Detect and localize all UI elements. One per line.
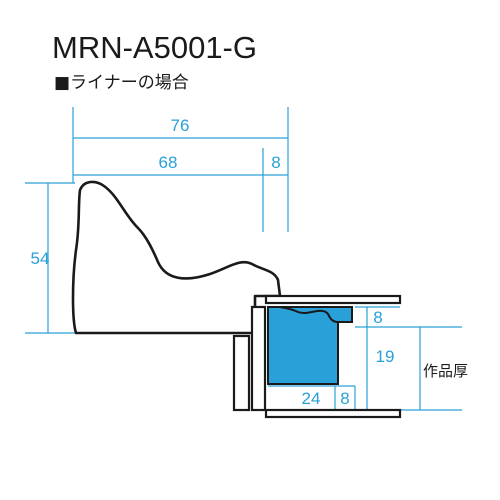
- dim-liner-lip: 8: [340, 389, 349, 408]
- dim-total-width: 76: [171, 116, 190, 135]
- dim-rebate-top: 8: [373, 308, 382, 327]
- subtitle: ■ライナーの場合: [54, 73, 189, 93]
- liner: [267, 306, 353, 385]
- dim-lip-width: 8: [271, 153, 280, 172]
- top-plate: [264, 294, 402, 305]
- plates: [232, 294, 402, 419]
- thickness-label: 作品厚: [423, 362, 468, 380]
- inner-wall: [250, 305, 267, 412]
- dim-liner-width: 24: [302, 389, 321, 408]
- frame-profile: [71, 180, 282, 335]
- dim-rebate-depth: 19: [376, 347, 395, 366]
- model-title: MRN-A5001-G: [52, 30, 257, 65]
- dimension-lines: [25, 107, 462, 411]
- bottom-plate: [264, 408, 402, 419]
- dim-main-width: 68: [159, 153, 178, 172]
- frame-outline: [71, 180, 282, 335]
- dim-height: 54: [31, 249, 50, 268]
- side-block: [232, 334, 251, 412]
